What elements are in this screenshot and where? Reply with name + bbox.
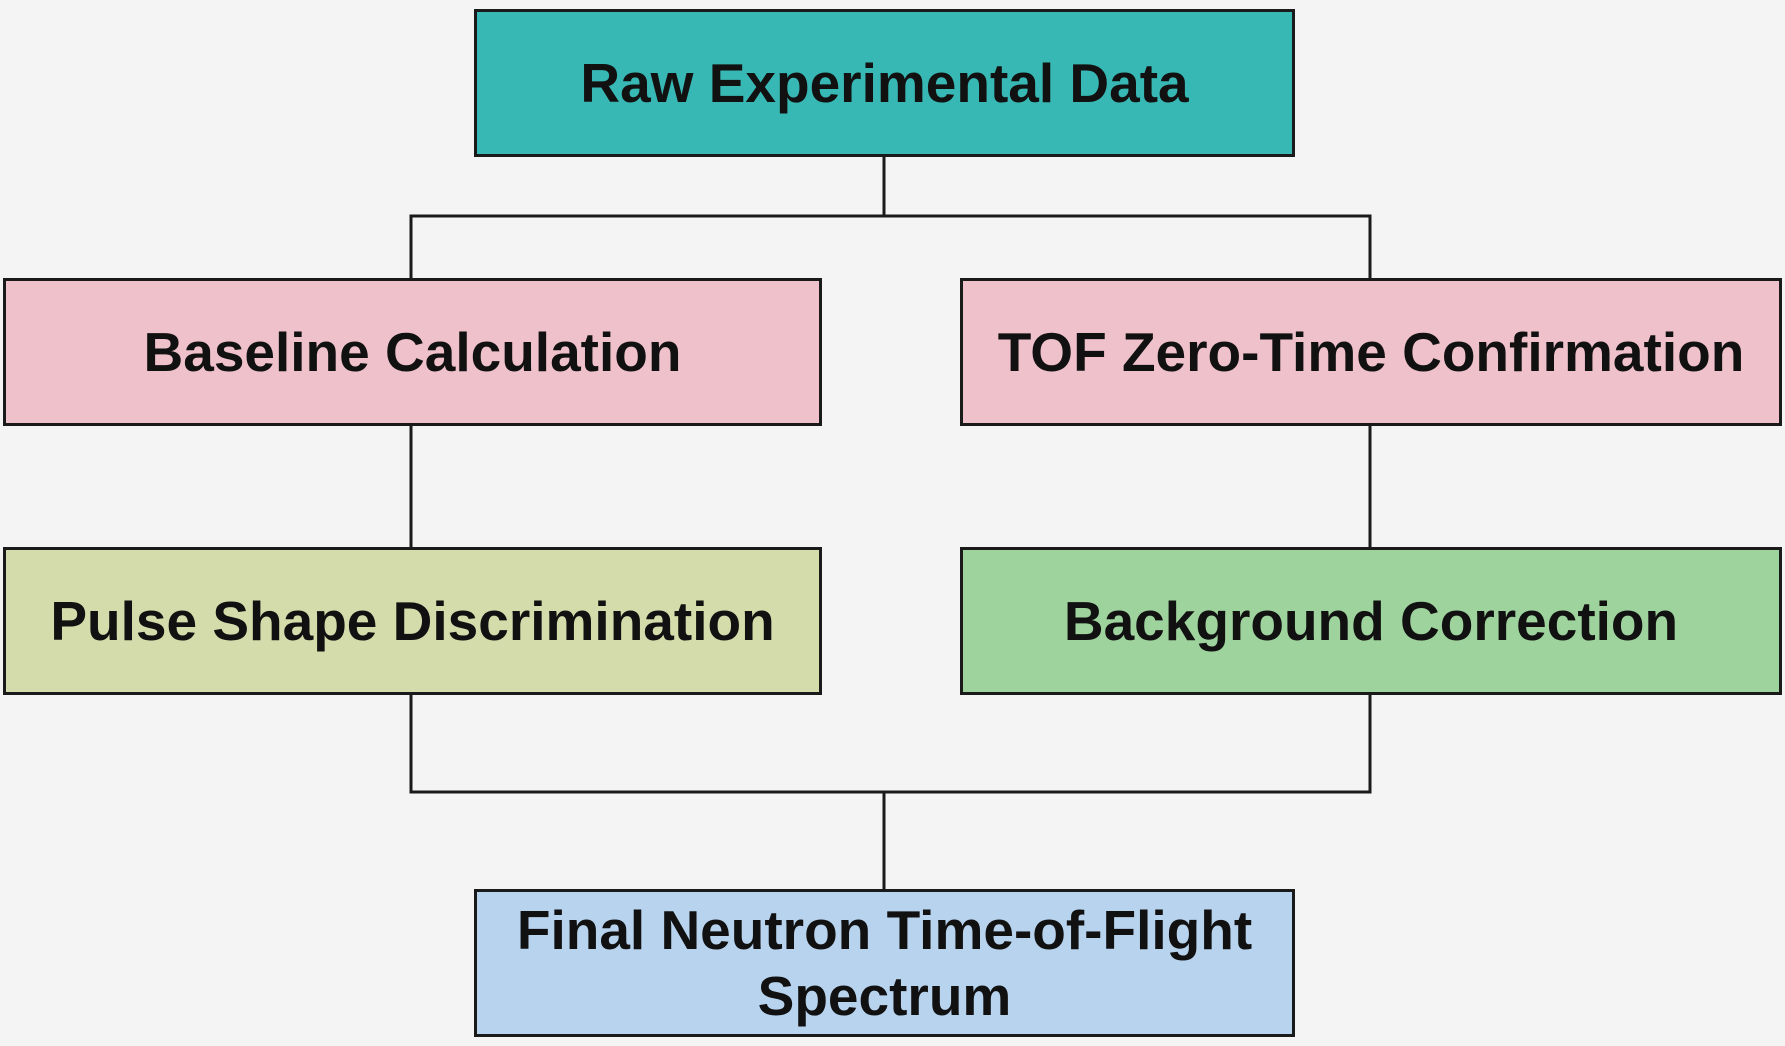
node-pulse-shape-discrimination: Pulse Shape Discrimination <box>3 547 822 695</box>
connector-raw-to-branches <box>409 157 886 278</box>
node-baseline-calculation: Baseline Calculation <box>3 278 822 426</box>
connector-background-to-merge <box>884 695 1372 794</box>
node-final-neutron-tof-spectrum: Final Neutron Time-of-Flight Spectrum <box>474 889 1295 1037</box>
node-background-correction: Background Correction <box>960 547 1782 695</box>
node-tof-zero-time-confirmation: TOF Zero-Time Confirmation <box>960 278 1782 426</box>
node-raw-experimental-data: Raw Experimental Data <box>474 9 1295 157</box>
connector-branch-to-tof <box>884 214 1372 278</box>
connector-psd-to-merge <box>409 695 886 889</box>
